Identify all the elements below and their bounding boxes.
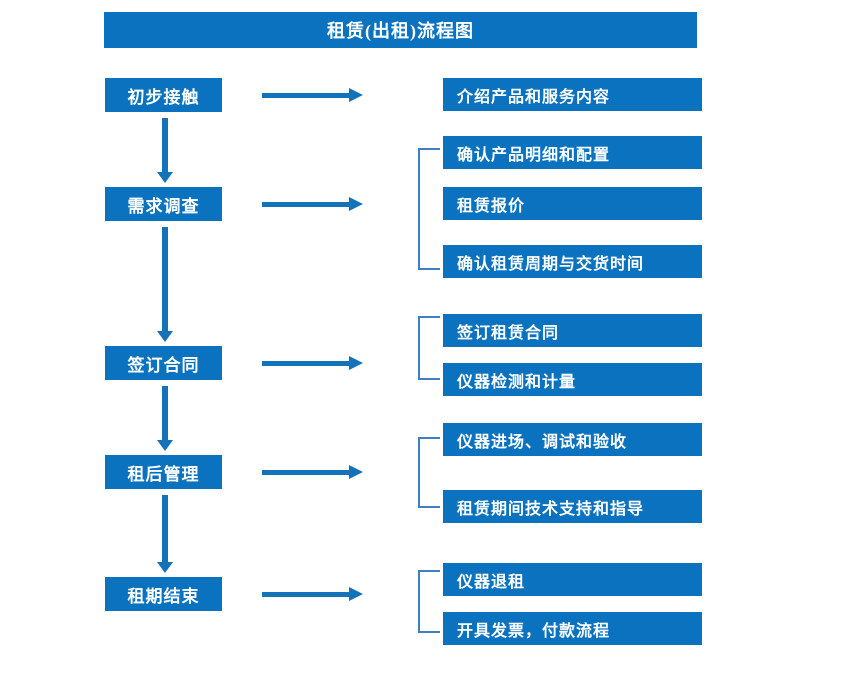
stage-box-initial-contact[interactable]: 初步接触 (105, 78, 222, 112)
detail-box-invoice-payment-process[interactable]: 开具发票，付款流程 (443, 612, 702, 645)
stage-box-requirement-survey[interactable]: 需求调查 (105, 187, 222, 221)
arrow-shaft (262, 361, 350, 366)
stage-box-post-rental-management[interactable]: 租后管理 (105, 455, 222, 489)
arrow-shaft (262, 470, 350, 475)
detail-box-instrument-entry-commissioning-acceptance[interactable]: 仪器进场、调试和验收 (443, 423, 702, 456)
detail-box-introduce-products-services[interactable]: 介绍产品和服务内容 (443, 78, 702, 111)
arrow-shaft (262, 592, 350, 597)
detail-box-confirm-rental-period-delivery[interactable]: 确认租赁周期与交货时间 (443, 245, 702, 278)
link-arrow-right-1 (262, 88, 363, 102)
arrow-shaft (162, 495, 168, 562)
arrow-head-icon (349, 356, 363, 370)
arrow-head-icon (157, 331, 173, 342)
group-bracket-sign-contract (418, 316, 440, 380)
detail-box-sign-rental-contract[interactable]: 签订租赁合同 (443, 314, 702, 347)
arrow-shaft (162, 386, 168, 440)
arrow-head-icon (157, 172, 173, 183)
stage-box-rental-end[interactable]: 租期结束 (105, 577, 222, 611)
detail-box-confirm-product-details-config[interactable]: 确认产品明细和配置 (443, 136, 702, 169)
arrow-head-icon (157, 562, 173, 573)
page-title: 租赁(出租)流程图 (104, 12, 697, 48)
arrow-head-icon (349, 88, 363, 102)
detail-box-instrument-inspection-metering[interactable]: 仪器检测和计量 (443, 363, 702, 396)
stage-box-sign-contract[interactable]: 签订合同 (105, 346, 222, 380)
link-arrow-right-3 (262, 356, 363, 370)
arrow-head-icon (349, 587, 363, 601)
arrow-head-icon (157, 440, 173, 451)
arrow-shaft (162, 118, 168, 172)
detail-box-instrument-return[interactable]: 仪器退租 (443, 563, 702, 596)
group-bracket-rental-end (418, 570, 440, 633)
link-arrow-right-4 (262, 465, 363, 479)
flow-arrow-down-1 (157, 118, 173, 183)
detail-box-rental-quotation[interactable]: 租赁报价 (443, 187, 702, 220)
group-bracket-requirement-survey (418, 148, 440, 270)
arrow-head-icon (349, 197, 363, 211)
flow-arrow-down-3 (157, 386, 173, 451)
group-bracket-post-rental-management (418, 437, 440, 508)
arrow-shaft (262, 93, 350, 98)
link-arrow-right-2 (262, 197, 363, 211)
flow-arrow-down-2 (157, 227, 173, 342)
detail-box-technical-support-guidance[interactable]: 租赁期间技术支持和指导 (443, 490, 702, 523)
link-arrow-right-5 (262, 587, 363, 601)
flow-arrow-down-4 (157, 495, 173, 573)
arrow-shaft (162, 227, 168, 331)
arrow-shaft (262, 202, 350, 207)
arrow-head-icon (349, 465, 363, 479)
